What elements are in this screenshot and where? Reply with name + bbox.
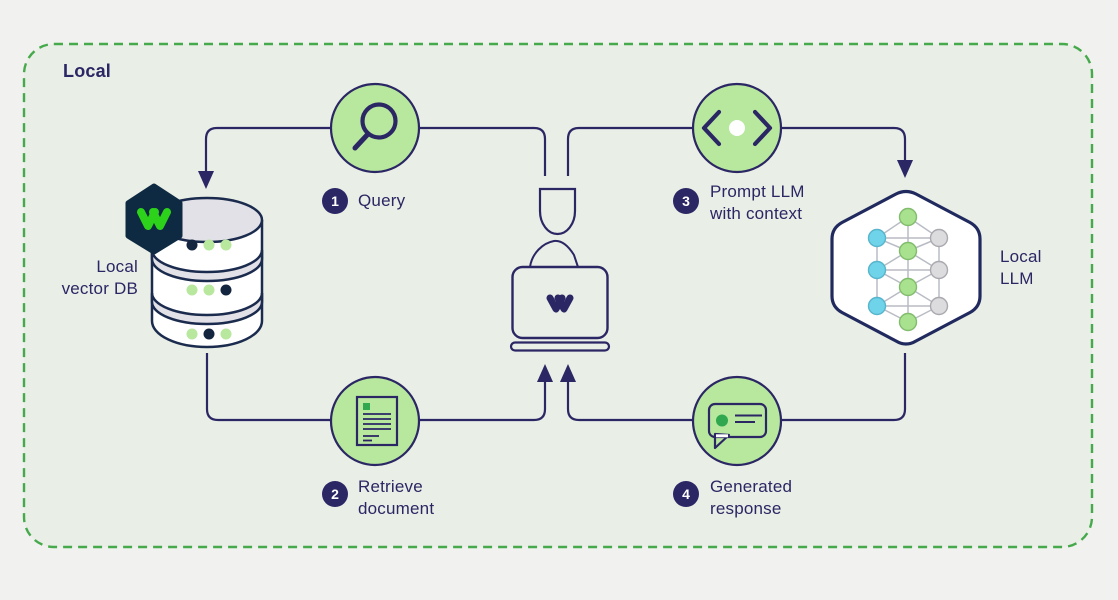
step-3-badge: 3 <box>673 188 699 214</box>
person-at-laptop-icon <box>509 187 611 352</box>
prompt-step-icon <box>691 82 783 174</box>
arrow-into-user-left-icon <box>537 364 553 382</box>
magnifier-icon <box>352 102 398 151</box>
step-1-label: Query <box>358 191 406 210</box>
db-vector-dots <box>186 239 232 340</box>
retrieve-circle <box>329 375 421 467</box>
step-3-label: Prompt LLM with context <box>710 182 805 223</box>
step-2-badge: 2 <box>322 481 348 507</box>
step-1-badge: 1 <box>322 188 348 214</box>
local-llm-label: Local LLM <box>1000 247 1042 288</box>
weaviate-logo-hexagon <box>125 183 183 255</box>
neural-network-hexagon-icon <box>830 189 982 346</box>
step-4-badge: 4 <box>673 481 699 507</box>
arrow-into-db-icon <box>198 171 214 189</box>
retrieve-step-icon <box>329 375 421 467</box>
person-head <box>538 187 577 236</box>
chat-bubble-icon <box>707 402 768 450</box>
network-nodes <box>867 207 949 332</box>
query-step-icon <box>329 82 421 174</box>
step-2-label: Retrieve document <box>358 477 435 518</box>
panel-title: Local <box>63 61 112 81</box>
weaviate-w-mark <box>137 208 171 230</box>
database-icon <box>125 183 264 349</box>
weaviate-logo <box>546 294 574 313</box>
arrow-into-user-right-icon <box>560 364 576 382</box>
query-circle <box>329 82 421 174</box>
arrow-into-llm-icon <box>897 160 913 178</box>
code-brackets-icon <box>701 109 773 147</box>
vector-db-label: Local vector DB <box>61 257 138 298</box>
laptop-base <box>509 341 611 352</box>
person-shoulders <box>528 239 580 268</box>
laptop-lid <box>511 265 609 340</box>
document-icon <box>355 395 399 447</box>
step-4-label: Generated response <box>710 477 793 518</box>
response-step-icon <box>691 375 783 467</box>
